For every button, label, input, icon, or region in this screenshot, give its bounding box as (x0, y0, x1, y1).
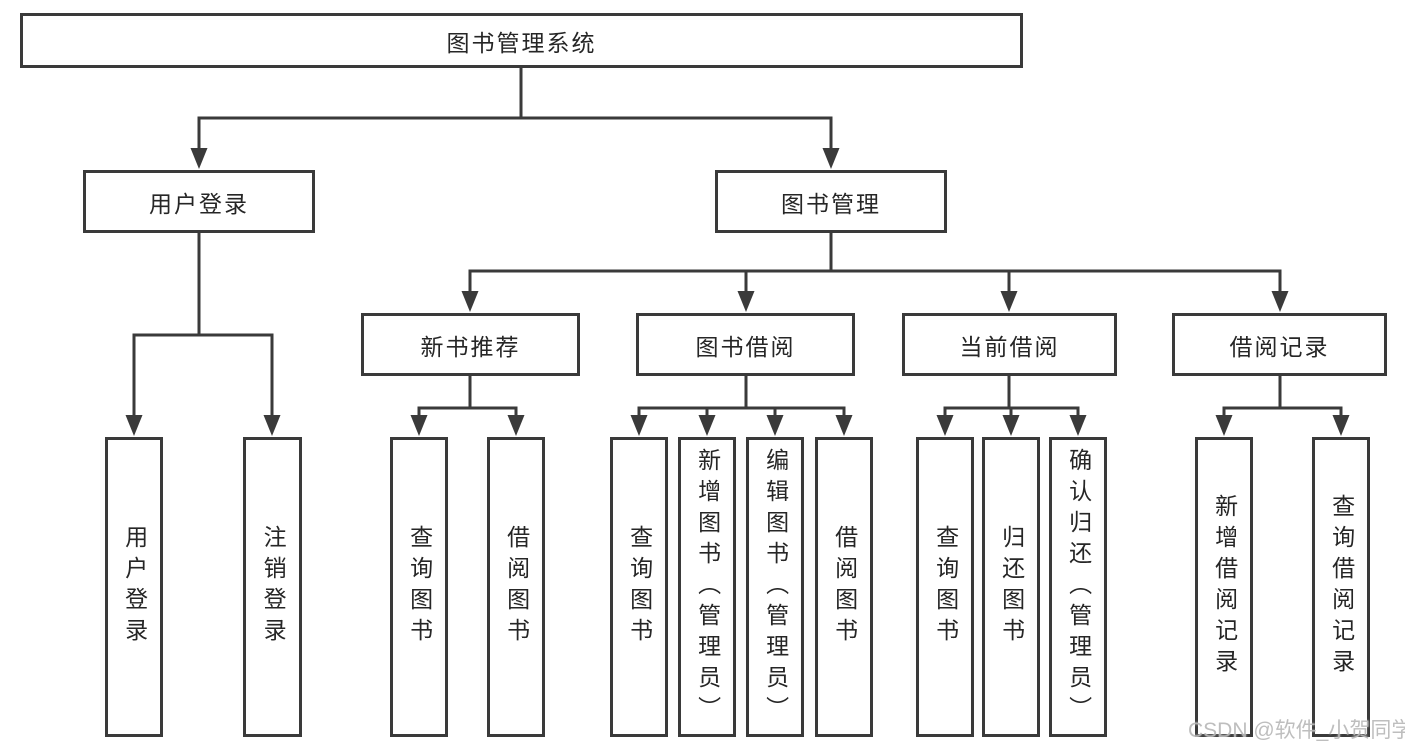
connector-borrowing-records-to-leaves (1215, 374, 1350, 436)
connector-book-management-to-level3 (461, 231, 1289, 312)
node-leaf-logout: 注销登录 (243, 437, 302, 737)
connector-book-borrowing-to-leaves (630, 374, 853, 436)
node-leaf-query-books-current: 查询图书 (916, 437, 974, 737)
arrowhead-icon (1215, 415, 1233, 436)
arrowhead-icon (737, 291, 755, 312)
node-leaf-query-books-borrow: 查询图书 (610, 437, 668, 737)
arrowhead-icon (190, 148, 208, 169)
node-current-borrowing: 当前借阅 (902, 313, 1117, 376)
arrowhead-icon (507, 415, 525, 436)
node-leaf-add-borrow-record: 新增借阅记录 (1195, 437, 1253, 737)
node-leaf-query-borrow-record: 查询借阅记录 (1312, 437, 1370, 737)
node-user-login-group: 用户登录 (83, 170, 315, 233)
arrowhead-icon (1332, 415, 1350, 436)
node-leaf-edit-books-admin: 编辑图书（管理员） (746, 437, 804, 737)
arrowhead-icon (698, 415, 716, 436)
node-root-library-system: 图书管理系统 (20, 13, 1023, 68)
node-borrowing-records: 借阅记录 (1172, 313, 1387, 376)
node-leaf-query-books-recommend: 查询图书 (390, 437, 448, 737)
arrowhead-icon (125, 415, 143, 436)
node-leaf-borrow-books: 借阅图书 (815, 437, 873, 737)
arrowhead-icon (630, 415, 648, 436)
arrowhead-icon (766, 415, 784, 436)
node-book-borrowing: 图书借阅 (636, 313, 855, 376)
csdn-watermark: CSDN @软件_小贺同学 (1188, 719, 1405, 742)
connector-current-borrowing-to-leaves (936, 374, 1087, 436)
node-leaf-return-books: 归还图书 (982, 437, 1040, 737)
arrowhead-icon (1000, 291, 1018, 312)
arrowhead-icon (410, 415, 428, 436)
node-new-book-recommendation: 新书推荐 (361, 313, 580, 376)
node-book-management-group: 图书管理 (715, 170, 947, 233)
connector-new-book-recommendation-to-leaves (410, 374, 525, 436)
connector-root-to-level2 (190, 66, 840, 169)
arrowhead-icon (835, 415, 853, 436)
node-leaf-confirm-return-admin: 确认归还（管理员） (1049, 437, 1107, 737)
arrowhead-icon (263, 415, 281, 436)
node-leaf-user-login: 用户登录 (105, 437, 163, 737)
node-leaf-add-books-admin: 新增图书（管理员） (678, 437, 736, 737)
arrowhead-icon (822, 148, 840, 169)
node-leaf-borrow-books-recommend: 借阅图书 (487, 437, 545, 737)
arrowhead-icon (1069, 415, 1087, 436)
arrowhead-icon (461, 291, 479, 312)
arrowhead-icon (936, 415, 954, 436)
arrowhead-icon (1002, 415, 1020, 436)
arrowhead-icon (1271, 291, 1289, 312)
connector-user-login-to-leaves (125, 231, 281, 436)
